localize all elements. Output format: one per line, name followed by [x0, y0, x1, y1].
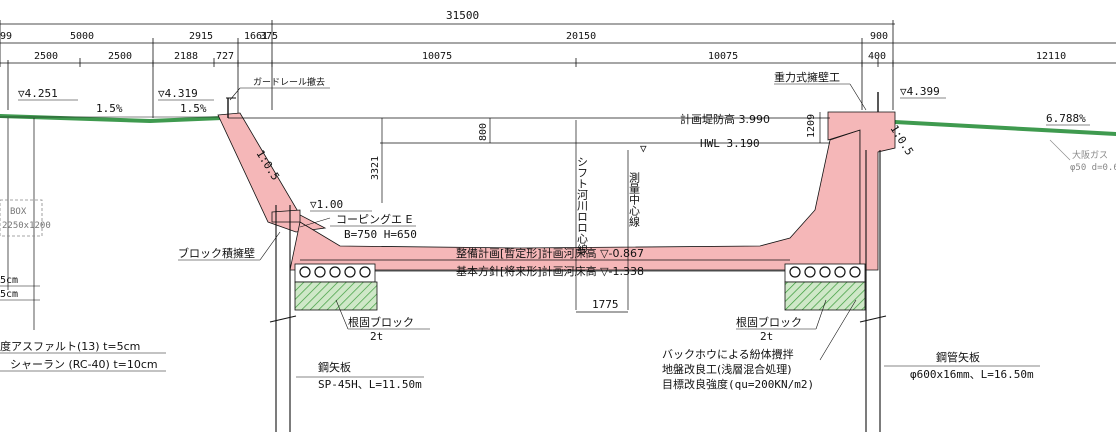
- survey-centerline: 測量中心線: [628, 171, 641, 227]
- sheet-pile-left-title: 鋼矢板: [318, 360, 351, 374]
- dim-10075-left: 10075: [422, 51, 452, 62]
- asphalt-note: 度アスファルト(13) t=5cm: [0, 339, 140, 353]
- slope-mid-road: 1.5%: [180, 102, 207, 115]
- level-left-top: ▽4.251: [18, 87, 58, 100]
- sheet-pile-left-spec: SP-45H、L=11.50m: [318, 378, 422, 391]
- footing-left-weight: 2t: [370, 330, 383, 343]
- dim-800: 800: [478, 123, 489, 141]
- dimension-lines: [0, 20, 1116, 118]
- water-level: ▽1.00: [310, 198, 343, 211]
- gas-pipe-size: φ50 d=0.6: [1070, 163, 1116, 173]
- gravity-wall-label: 重力式擁壁工: [774, 70, 840, 84]
- slope-left-road: 1.5%: [96, 102, 123, 115]
- gas-pipe-label: 大阪ガス: [1072, 149, 1108, 161]
- dim-1209: 1209: [806, 114, 817, 138]
- riverbed-interim: 整備計画[暫定形]計画河床高 ▽-0.867: [456, 246, 644, 260]
- dim-375: 375: [260, 31, 278, 42]
- target-strength-note: 目標改良強度(qu=200KN/m2): [662, 377, 814, 391]
- reference-lines: [228, 117, 830, 272]
- dim-400: 400: [868, 51, 886, 62]
- guardrail-label: ガードレール撤去: [253, 76, 325, 88]
- box-size: 2250x1200: [2, 221, 51, 231]
- crusher-run-note: シャーラン (RC-40) t=10cm: [10, 358, 158, 371]
- dim-2500-b: 2500: [108, 51, 132, 62]
- right-wall: [827, 92, 896, 271]
- dim-3321: 3321: [370, 156, 381, 180]
- dim-left-edge: 99: [0, 31, 12, 42]
- dim-900: 900: [870, 31, 888, 42]
- dim-2500-a: 2500: [34, 51, 58, 62]
- level-left-mid: ▽4.319: [158, 87, 198, 100]
- sheet-pile-right: [859, 150, 887, 432]
- plan-bank-level: 計画堤防高 3.990: [680, 112, 770, 126]
- hwl-level: HWL 3.190: [700, 137, 760, 150]
- left-road: [0, 114, 222, 123]
- sheet-pile-left: [269, 205, 297, 432]
- sheet-pile-right-title: 鋼管矢板: [936, 350, 980, 364]
- dim-10075-right: 10075: [708, 51, 738, 62]
- dim-727: 727: [216, 51, 234, 62]
- footing-left: [294, 263, 378, 311]
- dim-5000: 5000: [70, 31, 94, 42]
- dim-12110: 12110: [1036, 51, 1066, 62]
- hwl-marker: ▽: [640, 142, 647, 155]
- footing-left-label: 根固ブロック: [348, 315, 414, 329]
- box-label: BOX: [10, 207, 27, 217]
- shift-river-centerline: シフト河川ロロ心線: [576, 156, 589, 255]
- box-culvert: [0, 199, 43, 237]
- slope-right-road: 6.788%: [1046, 112, 1086, 125]
- dim-top-total: 31500: [446, 9, 479, 22]
- sheet-pile-right-spec: φ600x16mm、L=16.50m: [910, 368, 1034, 381]
- footing-right-weight: 2t: [760, 330, 773, 343]
- dim-2915: 2915: [189, 31, 213, 42]
- pavement-a: 5cm: [0, 275, 18, 286]
- coping-dims: B=750 H=650: [344, 228, 417, 241]
- channel-bed: [289, 129, 861, 271]
- pavement-b: 5cm: [0, 289, 18, 300]
- footing-right: [784, 263, 866, 311]
- coping-title: コーピングエ E: [336, 212, 412, 226]
- level-right-top: ▽4.399: [900, 85, 940, 98]
- left-wall: [217, 97, 327, 233]
- dim-1661: 1661: [244, 31, 268, 42]
- dim-2188: 2188: [174, 51, 198, 62]
- riverbed-future: 基本方針[将来形]計画河床高 ▽-1.338: [456, 264, 644, 278]
- footing-right-label: 根固ブロック: [736, 315, 802, 329]
- dim-20150: 20150: [566, 31, 596, 42]
- block-wall-label: ブロック積擁壁: [178, 246, 255, 260]
- backhoe-note: バックホウによる紛体攪拌: [662, 347, 794, 361]
- right-road: [895, 120, 1116, 136]
- ground-improve-note: 地盤改良工(浅層混合処理): [662, 362, 792, 376]
- dim-1775: 1775: [592, 298, 619, 311]
